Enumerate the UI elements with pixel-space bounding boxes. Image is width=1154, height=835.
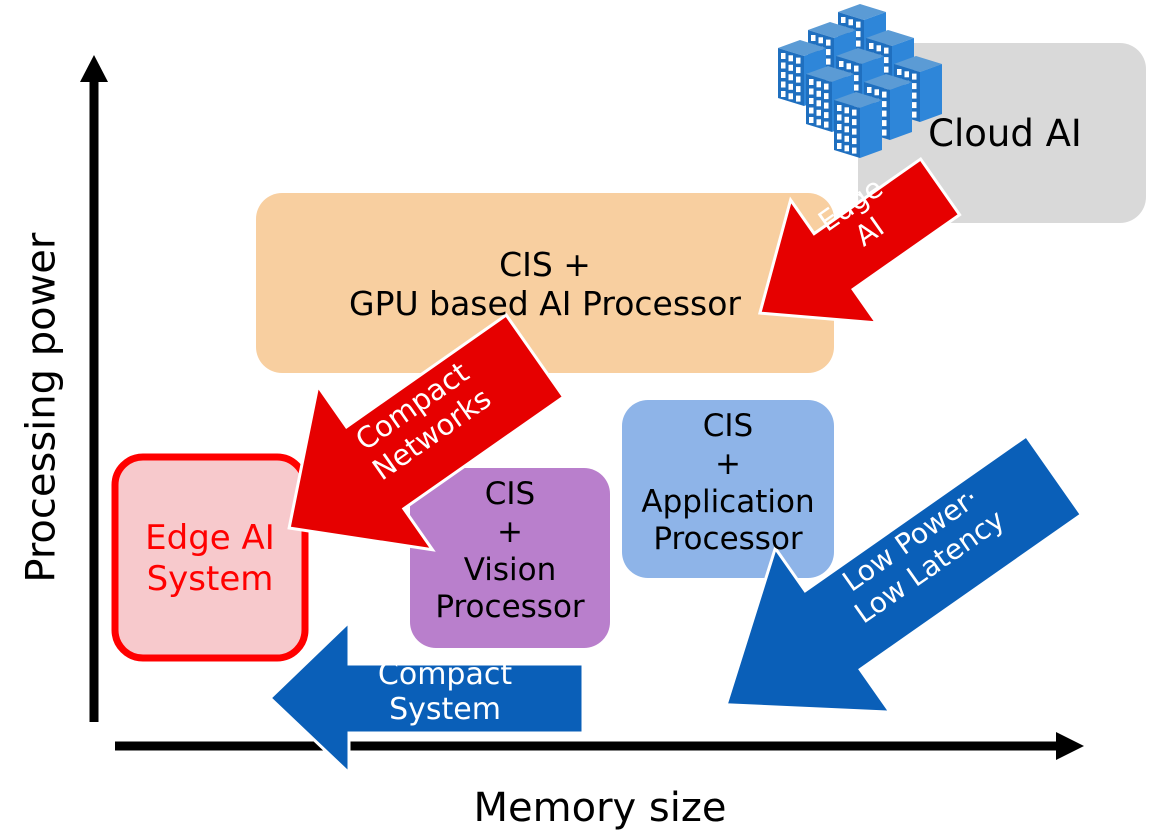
vision-line4: Processor bbox=[435, 589, 585, 626]
compact-system-arrow bbox=[267, 618, 585, 777]
x-axis bbox=[115, 732, 1084, 760]
vision-line3: Vision bbox=[463, 551, 557, 588]
x-axis-label: Memory size bbox=[473, 785, 727, 831]
y-axis bbox=[80, 55, 108, 722]
app-line4: Processor bbox=[653, 521, 803, 558]
edge-ai-arrow bbox=[757, 156, 962, 325]
edge-system-line1: Edge AI bbox=[145, 518, 275, 558]
app-line2: + bbox=[715, 445, 741, 482]
edge-ai-system-label: Edge AI System bbox=[115, 518, 305, 601]
compact-system-line1: Compact bbox=[377, 657, 513, 692]
compact-system-line2: System bbox=[389, 692, 501, 728]
application-processor-box bbox=[622, 400, 834, 578]
vision-line2: + bbox=[497, 513, 523, 550]
y-axis-label: Processing power bbox=[18, 232, 65, 583]
gpu-processor-box bbox=[256, 193, 834, 373]
compact-networks-arrow bbox=[287, 312, 566, 552]
cloud-ai-label: Cloud AI bbox=[928, 112, 1082, 155]
gpu-processor-label: CIS + GPU based AI Processor bbox=[256, 245, 834, 324]
app-line3: Application bbox=[641, 483, 815, 520]
vision-processor-label: CIS + Vision Processor bbox=[410, 476, 610, 627]
application-processor-label: CIS + Application Processor bbox=[622, 408, 834, 559]
vision-processor-box bbox=[410, 468, 610, 648]
gpu-line2: GPU based AI Processor bbox=[349, 283, 741, 323]
edge-system-line2: System bbox=[146, 559, 274, 600]
vision-line1: CIS bbox=[484, 476, 536, 512]
gpu-line1: CIS + bbox=[499, 245, 591, 284]
low-power-arrow bbox=[724, 433, 1084, 714]
server-rack-icon bbox=[778, 4, 942, 158]
edge-ai-system-box bbox=[111, 453, 309, 662]
compact-system-arrow-label: Compact System bbox=[345, 657, 545, 728]
app-line1: CIS bbox=[702, 408, 754, 444]
